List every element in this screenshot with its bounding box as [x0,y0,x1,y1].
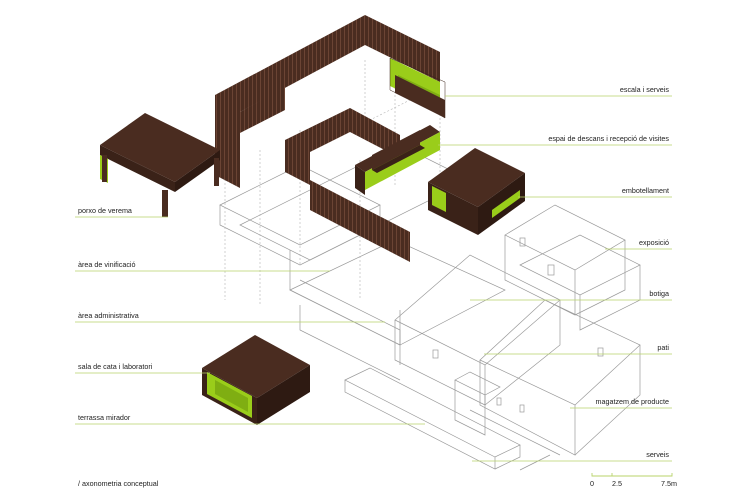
label-vinificacio: àrea de vinificació [78,260,136,269]
porxo-de-verema [100,113,220,217]
label-magatzem: magatzem de producte [595,397,669,406]
label-terrassa: terrassa mirador [78,413,131,422]
scale-bar: 0 2.5 7.5m [590,473,677,488]
espai-de-descans [355,125,440,195]
label-pati: pati [657,343,669,352]
slat-wall [215,15,446,262]
labels-right: escala i serveis espai de descans i rece… [548,85,669,459]
label-cata: sala de cata i laboratori [78,362,153,371]
label-serveis: serveis [646,450,669,459]
scale-tick-2: 7.5m [661,479,677,488]
label-porxo: porxo de verema [78,206,132,215]
caption: / axonometria conceptual [78,479,159,488]
embotellament-box [428,148,525,235]
label-botiga: botiga [649,289,669,298]
label-descans: espai de descans i recepció de visites [548,134,669,143]
label-administrativa: àrea administrativa [78,311,139,320]
scale-tick-0: 0 [590,479,594,488]
labels-left: porxo de verema àrea de vinificació àrea… [78,206,153,422]
leader-lines [75,95,672,462]
label-exposicio: exposició [639,238,669,247]
wireframe-building [219,60,641,471]
label-embotellament: embotellament [622,186,669,195]
scale-tick-1: 2.5 [612,479,622,488]
sala-de-cata [202,335,310,425]
label-escala: escala i serveis [620,85,670,94]
